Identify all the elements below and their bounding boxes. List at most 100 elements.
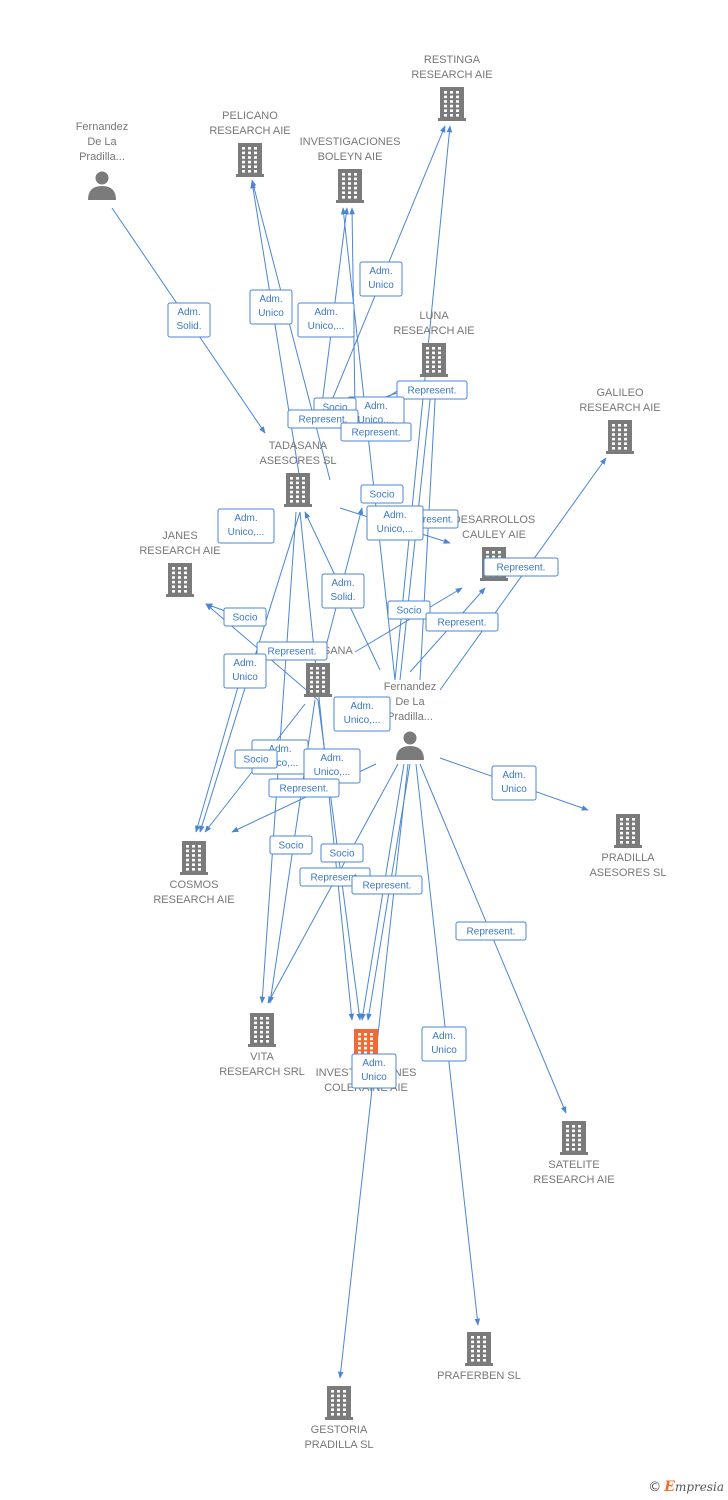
- edge-label-text: Unico,...: [228, 527, 265, 538]
- edge-label-text: Unico,...: [308, 321, 345, 332]
- edge-label[interactable]: Adm.Solid.: [167, 302, 211, 338]
- building-icon: [284, 473, 312, 507]
- node-label: ASESORES SL: [589, 867, 666, 879]
- edge-label-text: Represent.: [268, 647, 317, 658]
- node-label: RESEARCH AIE: [139, 545, 220, 557]
- building-icon: [248, 1013, 276, 1047]
- person-icon: [88, 171, 116, 200]
- edge-label[interactable]: Adm. Unico: [491, 765, 537, 801]
- node-label: RESEARCH AIE: [411, 69, 492, 81]
- edge-label[interactable]: Adm.Unico,...: [303, 748, 361, 784]
- edge-label[interactable]: Socio: [360, 484, 404, 504]
- edge-label-text: Socio: [329, 849, 354, 860]
- node-label: VITA: [250, 1051, 274, 1063]
- edge-label[interactable]: Socio: [234, 749, 278, 769]
- edge-label[interactable]: Represent.: [340, 422, 412, 442]
- edge-label-text: Represent.: [299, 415, 348, 426]
- node-label: INVESTIGACIONES: [300, 136, 401, 148]
- edge-label-text: Adm.: [234, 513, 257, 524]
- edge-label-text: Unico,...: [314, 767, 351, 778]
- edge-label[interactable]: Socio: [387, 600, 431, 620]
- node-gestoria[interactable]: GESTORIA PRADILLA SL: [304, 1386, 374, 1451]
- edge-label[interactable]: Adm.Unico: [359, 261, 403, 297]
- edge-label[interactable]: Adm.Unico,...: [333, 696, 391, 732]
- node-label: De La: [395, 696, 425, 708]
- edge-label-text: Adm.: [432, 1031, 455, 1042]
- building-icon: [606, 420, 634, 454]
- edge-label[interactable]: Represent.: [256, 641, 328, 661]
- edge-label-text: Adm.: [350, 701, 373, 712]
- edge-label[interactable]: Represent.: [425, 612, 499, 632]
- edge-label-text: Unico: [258, 308, 284, 319]
- edge-label-text: Socio: [232, 613, 257, 624]
- edge-label-text: Represent.: [280, 784, 329, 795]
- edge-line: [419, 381, 439, 681]
- node-label: DESARROLLOS: [453, 514, 536, 526]
- edge-label-text: Adm.: [259, 294, 282, 305]
- edge-label-text: Adm.: [364, 401, 387, 412]
- node-label: RESEARCH AIE: [209, 125, 290, 137]
- building-icon: [336, 169, 364, 203]
- edge-label[interactable]: Adm.Unico: [223, 653, 267, 689]
- node-label: Fernandez: [384, 681, 437, 693]
- edge-label-text: Represent.: [497, 563, 546, 574]
- brand-logo[interactable]: Empresia: [664, 1479, 724, 1495]
- edge-label[interactable]: Adm. Unico: [249, 289, 293, 325]
- edge-line: [195, 679, 241, 833]
- node-label: GESTORIA: [311, 1424, 368, 1436]
- node-label: PRADILLA: [601, 852, 655, 864]
- building-icon: [614, 814, 642, 848]
- node-pradilla[interactable]: PRADILLA ASESORES SL: [589, 814, 667, 879]
- edge-label[interactable]: Represent.: [287, 409, 359, 429]
- node-label: RESEARCH AIE: [153, 894, 234, 906]
- edge-label[interactable]: Adm. Unico: [421, 1026, 467, 1062]
- edge-label-text: Socio: [396, 606, 421, 617]
- edge-label[interactable]: Represent.: [396, 380, 468, 400]
- node-label: PRAFERBEN SL: [437, 1370, 521, 1382]
- edge-label-text: Represent.: [438, 618, 487, 629]
- edge-label[interactable]: Represent.: [268, 778, 340, 798]
- node-label: PRADILLA SL: [304, 1439, 373, 1451]
- edge-line: [250, 181, 301, 481]
- edge-label[interactable]: Represent.: [351, 875, 423, 895]
- edge-label[interactable]: Represent.: [483, 557, 559, 577]
- edge-label[interactable]: Socio: [269, 835, 313, 855]
- edge-label[interactable]: Adm.Unico,...: [366, 505, 424, 541]
- edge-label[interactable]: Socio: [223, 607, 267, 627]
- edge-label-text: Represent.: [467, 927, 516, 938]
- edge-label[interactable]: Represent.: [455, 921, 527, 941]
- edge-label-text: Unico: [361, 1072, 387, 1083]
- building-icon: [304, 663, 332, 697]
- edge-label-text: Adm.: [502, 770, 525, 781]
- node-praferben[interactable]: PRAFERBEN SL: [437, 1332, 521, 1382]
- edge-label-text: Adm.: [369, 266, 392, 277]
- edge-label-text: Socio: [369, 490, 394, 501]
- edge-label[interactable]: Adm. Unico,...: [217, 508, 275, 544]
- edge-label-text: Unico,...: [358, 415, 395, 426]
- edge-label-text: Unico: [431, 1045, 457, 1056]
- node-label: RESEARCH AIE: [579, 402, 660, 414]
- node-label: TADASANA: [269, 440, 328, 452]
- edge-label-text: Unico: [501, 784, 527, 795]
- edge-label[interactable]: Adm. Unico,...: [297, 302, 355, 338]
- edge-label-text: Adm.: [314, 307, 337, 318]
- edge-label[interactable]: Adm.Unico: [351, 1053, 397, 1089]
- edge-label[interactable]: Adm.Solid.: [321, 573, 365, 609]
- edge-label[interactable]: Socio: [320, 843, 364, 863]
- building-icon: [438, 87, 466, 121]
- person-icon: [396, 731, 424, 760]
- edge-label-text: Adm.: [177, 307, 200, 318]
